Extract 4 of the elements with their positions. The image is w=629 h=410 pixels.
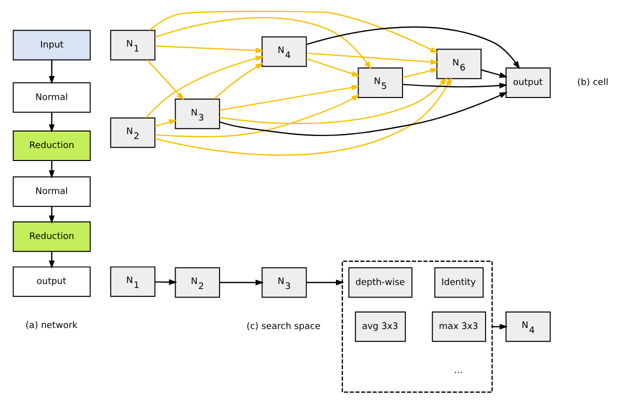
label: (a) network [26,321,78,332]
label: ... [454,366,463,376]
label: (c) search space [246,322,321,332]
label: (b) cell [577,78,608,88]
